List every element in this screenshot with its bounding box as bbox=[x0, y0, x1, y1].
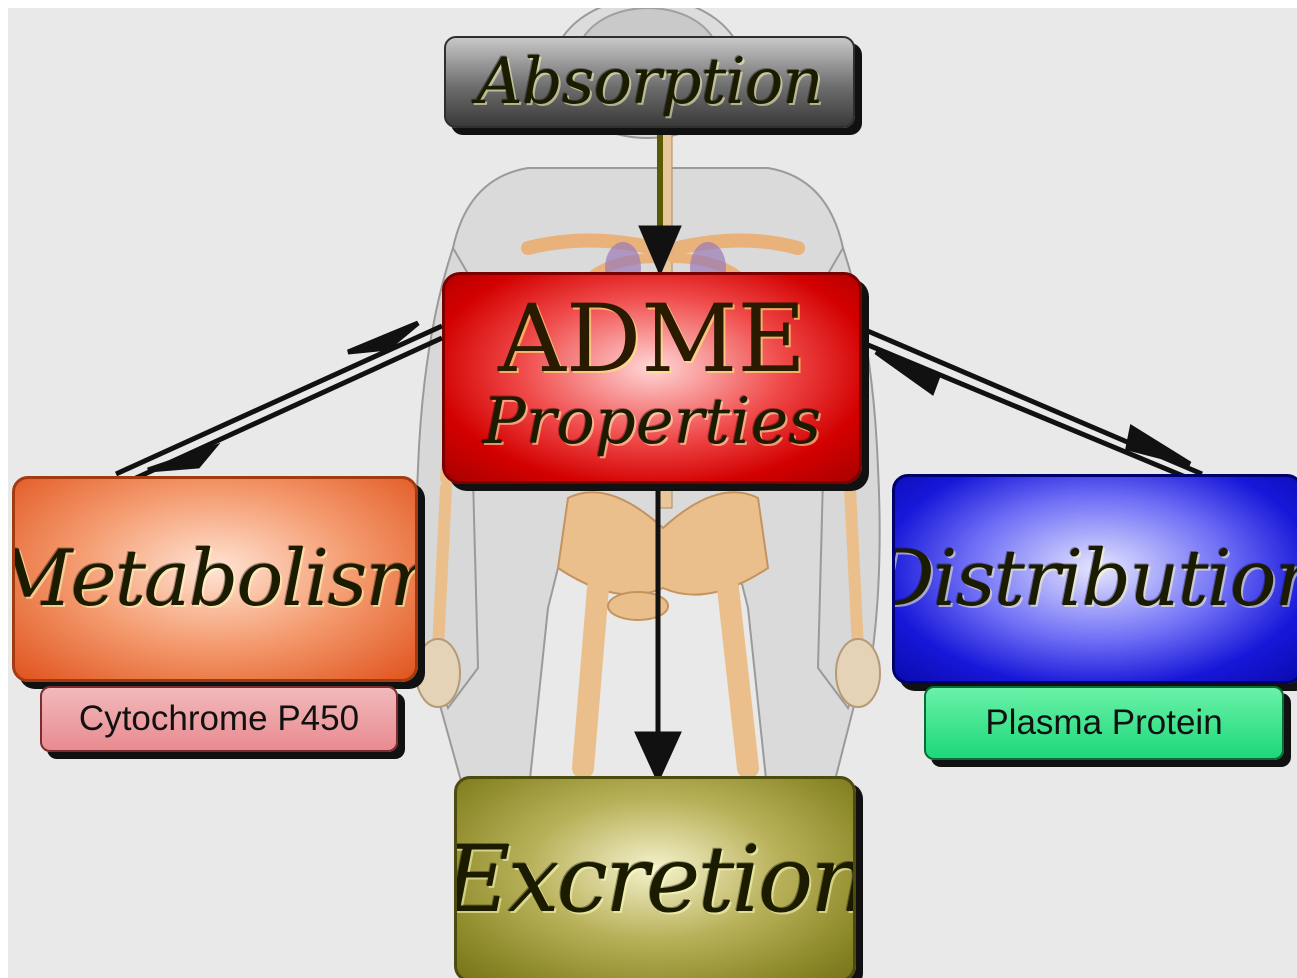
metabolism-node: Metabolism bbox=[12, 476, 418, 682]
absorption-node: Absorption bbox=[444, 36, 855, 128]
cytochrome-p450-label: Cytochrome P450 bbox=[40, 686, 398, 752]
left-femur bbox=[572, 577, 609, 779]
arrowhead-absorption bbox=[638, 225, 682, 277]
left-forearm bbox=[432, 482, 452, 654]
cytochrome-p450-text: Cytochrome P450 bbox=[78, 699, 360, 738]
right-collarbone bbox=[671, 233, 805, 255]
sacrum bbox=[607, 591, 669, 621]
distribution-label: Distribution bbox=[892, 534, 1297, 624]
arrowhead-toward-adme-right bbox=[874, 349, 942, 396]
connection-arrows bbox=[114, 124, 1203, 785]
arrowhead-toward-distribution bbox=[1125, 423, 1192, 467]
right-hand bbox=[835, 638, 881, 708]
excretion-label: Excretion bbox=[454, 825, 856, 933]
left-collarbone bbox=[521, 233, 660, 255]
metabolism-label: Metabolism bbox=[12, 534, 418, 624]
adme-title: ADME bbox=[497, 284, 807, 394]
right-femur bbox=[717, 577, 759, 779]
diagram-canvas: Absorption ADME Properties Metabolism Di… bbox=[8, 8, 1297, 978]
absorption-label: Absorption bbox=[476, 45, 823, 119]
arrowhead-toward-metabolism bbox=[147, 442, 221, 473]
excretion-node: Excretion bbox=[454, 776, 856, 978]
plasma-protein-text: Plasma Protein bbox=[985, 703, 1223, 742]
arrow-distribution-to-adme bbox=[855, 337, 1189, 481]
distribution-node: Distribution bbox=[892, 474, 1297, 684]
arrow-adme-to-metabolism bbox=[114, 323, 444, 477]
adme-properties-node: ADME Properties bbox=[442, 272, 862, 484]
arrowhead-toward-adme-left bbox=[347, 320, 420, 355]
adme-subtitle: Properties bbox=[482, 384, 822, 459]
arrowhead-excretion bbox=[634, 731, 682, 785]
plasma-protein-label: Plasma Protein bbox=[924, 686, 1284, 760]
right-forearm bbox=[844, 482, 864, 654]
